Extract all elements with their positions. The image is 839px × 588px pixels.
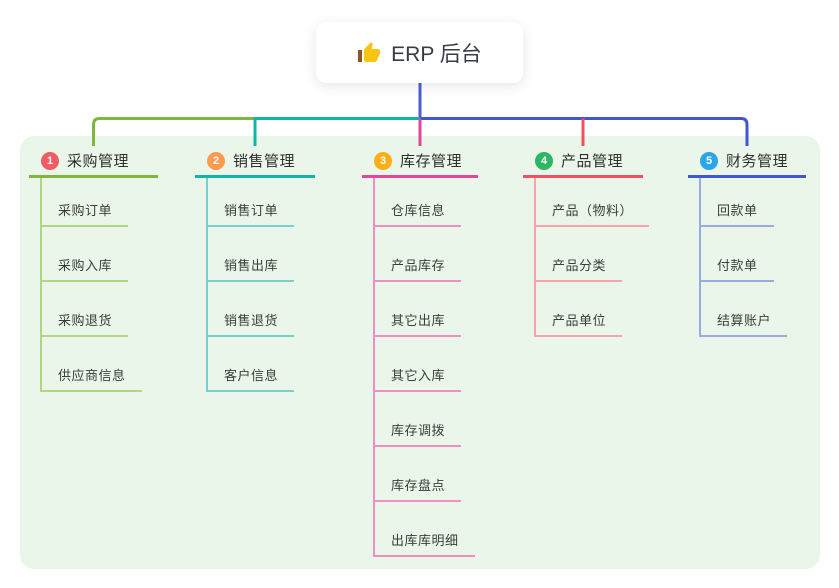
child-node[interactable]: 供应商信息 (42, 337, 158, 392)
child-label: 采购退货 (42, 310, 129, 337)
child-node[interactable]: 库存盘点 (375, 447, 478, 502)
child-node[interactable]: 付款单 (701, 227, 806, 282)
child-node[interactable]: 销售订单 (208, 178, 315, 227)
branches-panel (20, 136, 820, 569)
child-node[interactable]: 仓库信息 (375, 178, 478, 227)
child-label: 产品单位 (536, 310, 623, 337)
branch-number-badge: 1 (41, 151, 59, 170)
branch: 1 采购管理 采购订单 采购入库 采购退货 供应商信息 (29, 146, 158, 392)
child-label: 采购入库 (42, 255, 129, 282)
child-node[interactable]: 产品单位 (536, 282, 643, 337)
child-label: 付款单 (701, 255, 774, 282)
thumbs-up-icon (357, 41, 381, 65)
child-label: 其它出库 (375, 310, 462, 337)
child-node[interactable]: 采购退货 (42, 282, 158, 337)
child-node[interactable]: 采购订单 (42, 178, 158, 227)
branch-children: 销售订单 销售出库 销售退货 客户信息 (206, 178, 315, 392)
child-node[interactable]: 产品库存 (375, 227, 478, 282)
branch-number-badge: 5 (700, 151, 718, 170)
child-label: 库存调拨 (375, 420, 462, 447)
branch-number-badge: 2 (207, 151, 225, 170)
root-node[interactable]: ERP 后台 (316, 22, 523, 83)
child-label: 库存盘点 (375, 475, 462, 502)
root-label: ERP 后台 (391, 42, 482, 66)
branch-title-label: 库存管理 (400, 153, 463, 170)
child-label: 供应商信息 (42, 365, 142, 392)
branch: 3 库存管理 仓库信息 产品库存 其它出库 其它入库 库存调拨 库存盘点 出库库… (362, 146, 478, 557)
branch-title-label: 财务管理 (726, 153, 789, 170)
child-label: 销售出库 (208, 255, 295, 282)
child-node[interactable]: 库存调拨 (375, 392, 478, 447)
branch-title[interactable]: 3 库存管理 (362, 146, 478, 178)
child-node[interactable]: 结算账户 (701, 282, 806, 337)
child-label: 产品库存 (375, 255, 462, 282)
branch-title-label: 产品管理 (561, 153, 624, 170)
branch-title[interactable]: 5 财务管理 (688, 146, 806, 178)
child-node[interactable]: 回款单 (701, 178, 806, 227)
branch-title-label: 销售管理 (233, 153, 296, 170)
child-node[interactable]: 出库库明细 (375, 502, 478, 557)
branch-title[interactable]: 4 产品管理 (523, 146, 643, 178)
branch-title[interactable]: 2 销售管理 (195, 146, 315, 178)
branch-children: 产品（物料） 产品分类 产品单位 (534, 178, 650, 337)
branch-title-label: 采购管理 (67, 153, 130, 170)
child-node[interactable]: 其它出库 (375, 282, 478, 337)
child-label: 出库库明细 (375, 530, 475, 557)
branch-number-badge: 4 (535, 151, 553, 170)
child-node[interactable]: 销售出库 (208, 227, 315, 282)
child-label: 仓库信息 (375, 200, 462, 227)
child-label: 产品分类 (536, 255, 623, 282)
branch-children: 仓库信息 产品库存 其它出库 其它入库 库存调拨 库存盘点 出库库明细 (373, 178, 478, 557)
child-node[interactable]: 销售退货 (208, 282, 315, 337)
child-label: 回款单 (701, 200, 774, 227)
branch: 4 产品管理 产品（物料） 产品分类 产品单位 (523, 146, 650, 337)
child-node[interactable]: 客户信息 (208, 337, 315, 392)
child-label: 采购订单 (42, 200, 129, 227)
branch: 5 财务管理 回款单 付款单 结算账户 (688, 146, 806, 337)
child-label: 其它入库 (375, 365, 462, 392)
child-label: 客户信息 (208, 365, 295, 392)
child-node[interactable]: 采购入库 (42, 227, 158, 282)
branch-title[interactable]: 1 采购管理 (29, 146, 158, 178)
branch-children: 采购订单 采购入库 采购退货 供应商信息 (40, 178, 158, 392)
branch-number-badge: 3 (374, 151, 392, 170)
branch: 2 销售管理 销售订单 销售出库 销售退货 客户信息 (195, 146, 315, 392)
child-node[interactable]: 其它入库 (375, 337, 478, 392)
child-node[interactable]: 产品（物料） (536, 178, 650, 227)
branch-children: 回款单 付款单 结算账户 (699, 178, 806, 337)
child-label: 结算账户 (701, 310, 788, 337)
child-node[interactable]: 产品分类 (536, 227, 643, 282)
child-label: 销售订单 (208, 200, 295, 227)
child-label: 销售退货 (208, 310, 295, 337)
child-label: 产品（物料） (536, 200, 650, 227)
